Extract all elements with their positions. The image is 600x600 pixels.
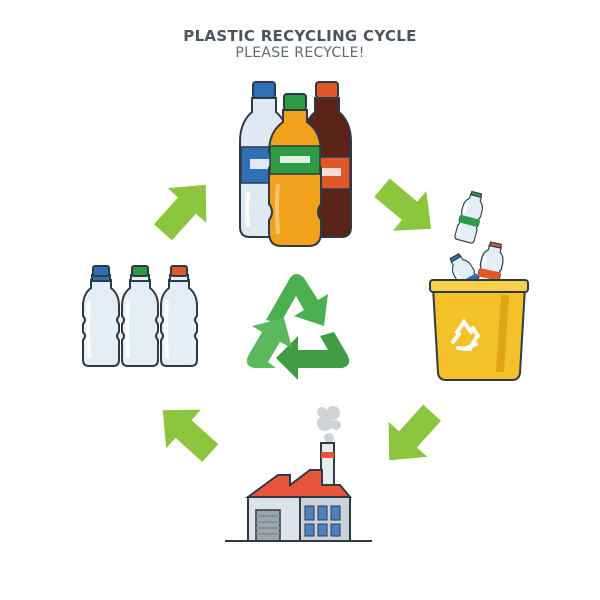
arrow-bottles-to-bin <box>365 167 448 249</box>
page-subtitle: PLEASE RECYCLE! <box>235 45 365 61</box>
filled-plastic-bottles-icon <box>239 81 352 247</box>
recycling-factory-icon <box>225 406 372 542</box>
recycled-empty-bottles-icon <box>81 265 199 368</box>
recycling-bin-icon <box>429 189 529 381</box>
arrow-bin-to-factory <box>369 395 452 478</box>
arrow-factory-to-empty-bottles <box>145 390 228 473</box>
arrow-empty-bottles-to-filled <box>143 167 226 250</box>
recycle-symbol-icon <box>246 274 350 380</box>
page-title: PLASTIC RECYCLING CYCLE <box>183 27 417 45</box>
